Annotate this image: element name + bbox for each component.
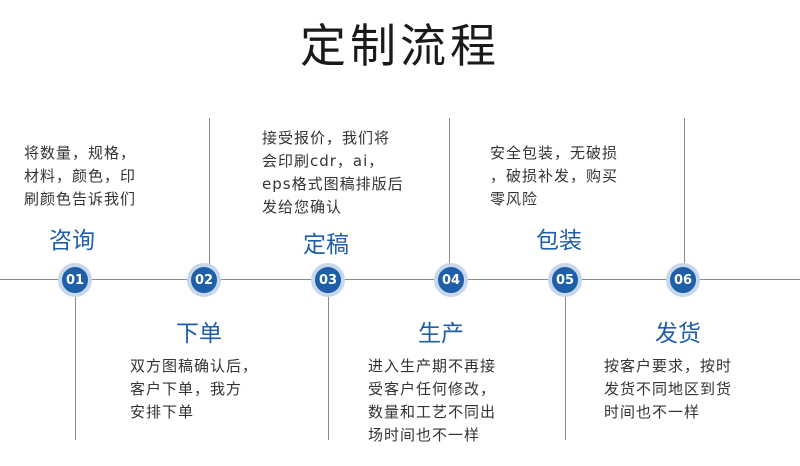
desc-line: 场时间也不一样 xyxy=(368,426,481,444)
desc-line: 双方图稿确认后， xyxy=(130,357,259,375)
step-02-description: 双方图稿确认后， 客户下单，我方 安排下单 xyxy=(130,355,258,424)
desc-line: 刷颜色告诉我们 xyxy=(24,190,137,208)
desc-line: 进入生产期不再接 xyxy=(368,357,497,375)
step-01-badge: 01 xyxy=(58,263,92,297)
step-03-description: 接受报价，我们将 会印刷cdr，ai， eps格式图稿排版后 发给您确认 xyxy=(262,127,404,219)
desc-line: 受客户任何修改， xyxy=(368,380,497,398)
step-02-badge: 02 xyxy=(187,263,221,297)
desc-line: 会印刷cdr，ai， xyxy=(262,152,385,170)
desc-line: 将数量，规格， xyxy=(24,144,137,162)
step-06-description: 按客户要求，按时 发货不同地区到货 时间也不一样 xyxy=(604,355,732,424)
step-04-label: 生产 xyxy=(418,321,464,347)
connector-line-6 xyxy=(565,280,566,440)
step-05-description: 安全包装，无破损 ，破损补发，购买 零风险 xyxy=(490,142,618,211)
step-06-label: 发货 xyxy=(655,321,701,347)
connector-line-5 xyxy=(328,280,329,440)
desc-line: 发货不同地区到货 xyxy=(604,380,733,398)
desc-line: 发给您确认 xyxy=(262,198,343,216)
desc-line: ，破损补发，购买 xyxy=(490,167,619,185)
desc-line: 客户下单，我方 xyxy=(130,380,243,398)
step-02-label: 下单 xyxy=(176,321,222,347)
connector-line-1 xyxy=(209,118,210,280)
connector-line-4 xyxy=(75,280,76,440)
desc-line: 按客户要求，按时 xyxy=(604,357,733,375)
step-05-badge: 05 xyxy=(548,263,582,297)
step-05-label: 包装 xyxy=(536,228,582,254)
desc-line: 接受报价，我们将 xyxy=(262,129,391,147)
step-04-badge: 04 xyxy=(434,263,468,297)
step-01-label: 咨询 xyxy=(49,228,95,254)
step-04-description: 进入生产期不再接 受客户任何修改， 数量和工艺不同出 场时间也不一样 xyxy=(368,355,496,447)
step-01-description: 将数量，规格， 材料，颜色，印 刷颜色告诉我们 xyxy=(24,142,136,211)
step-03-label: 定稿 xyxy=(303,232,349,258)
connector-line-2 xyxy=(449,118,450,280)
desc-line: 安排下单 xyxy=(130,403,195,421)
desc-line: 材料，颜色，印 xyxy=(24,167,137,185)
desc-line: 零风险 xyxy=(490,190,539,208)
desc-line: 数量和工艺不同出 xyxy=(368,403,497,421)
desc-line: 安全包装，无破损 xyxy=(490,144,619,162)
step-03-badge: 03 xyxy=(311,263,345,297)
connector-line-3 xyxy=(684,118,685,280)
desc-line: 时间也不一样 xyxy=(604,403,701,421)
step-06-badge: 06 xyxy=(666,263,700,297)
page-title: 定制流程 xyxy=(300,19,500,73)
desc-line: eps格式图稿排版后 xyxy=(262,175,404,193)
timeline-axis xyxy=(0,279,800,280)
